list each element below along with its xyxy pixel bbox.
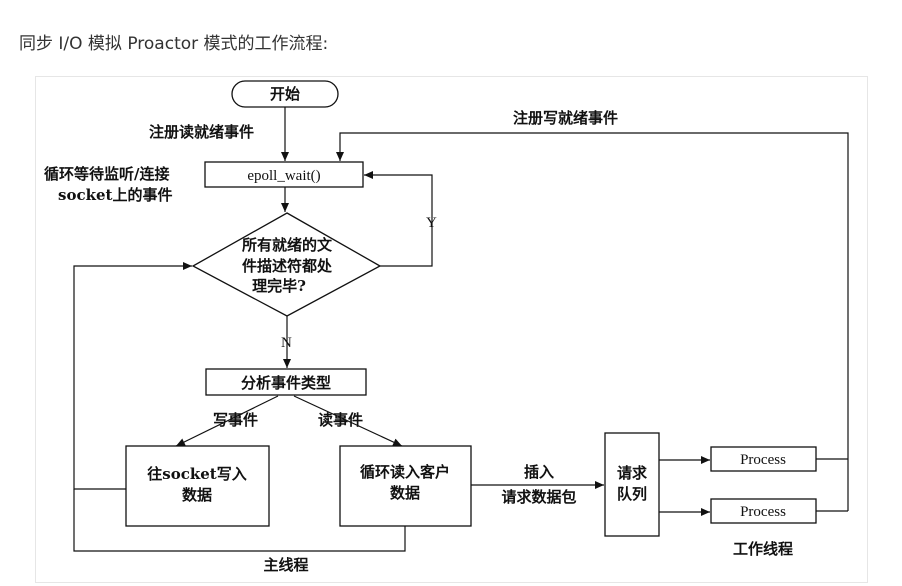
read-client-line-2: 数据 [390, 484, 420, 502]
write-socket-line-2: 数据 [182, 486, 212, 504]
read-client-box [339, 445, 472, 527]
epoll-wait-box [204, 161, 364, 188]
label-worker-threads: 工作线程 [733, 540, 793, 558]
label-loop-line-2: socket上的事件 [58, 186, 172, 204]
line-read-loop-back [73, 489, 406, 552]
label-main-thread: 主线程 [263, 556, 308, 574]
label-loop-line-1: 循环等待监听/连接 [44, 165, 169, 183]
label-insert: 插入 [524, 463, 554, 481]
process-label-2: Process [740, 504, 786, 520]
analyze-label: 分析事件类型 [241, 374, 331, 392]
page-caption: 同步 I/O 模拟 Proactor 模式的工作流程: [19, 34, 329, 54]
decision-line-1: 所有就绪的文 [242, 236, 333, 254]
arrow-to-write-event [175, 395, 279, 447]
figure-frame [35, 76, 868, 583]
decision-line-3: 理完毕? [252, 277, 306, 295]
decision-line-2: 件描述符都处 [242, 257, 333, 275]
label-register-write: 注册写就绪事件 [513, 109, 618, 127]
epoll-wait-label: epoll_wait() [247, 168, 320, 184]
process-box-2 [710, 498, 817, 524]
request-queue-box [604, 432, 660, 537]
request-queue-line-1: 请求 [617, 464, 648, 482]
read-client-line-1: 循环读入客户 [360, 463, 450, 481]
process-box-1 [710, 446, 817, 472]
label-yes: Y [426, 215, 437, 231]
arrow-register-write-loop [336, 132, 849, 511]
label-read-event: 读事件 [318, 411, 363, 429]
arrow-write-loop-back [73, 262, 192, 490]
write-socket-line-1: 往socket写入 [147, 465, 246, 483]
start-label: 开始 [270, 85, 300, 103]
arrow-decision-yes-loop [364, 171, 433, 267]
write-socket-box [125, 445, 270, 527]
label-request-packet: 请求数据包 [501, 488, 576, 506]
label-no: N [281, 335, 292, 351]
analyze-box [205, 368, 367, 396]
label-write-event: 写事件 [213, 411, 258, 429]
request-queue-line-2: 队列 [617, 485, 647, 503]
process-label-1: Process [740, 452, 786, 468]
label-register-read: 注册读就绪事件 [149, 123, 254, 141]
arrow-to-read-event [293, 395, 403, 447]
